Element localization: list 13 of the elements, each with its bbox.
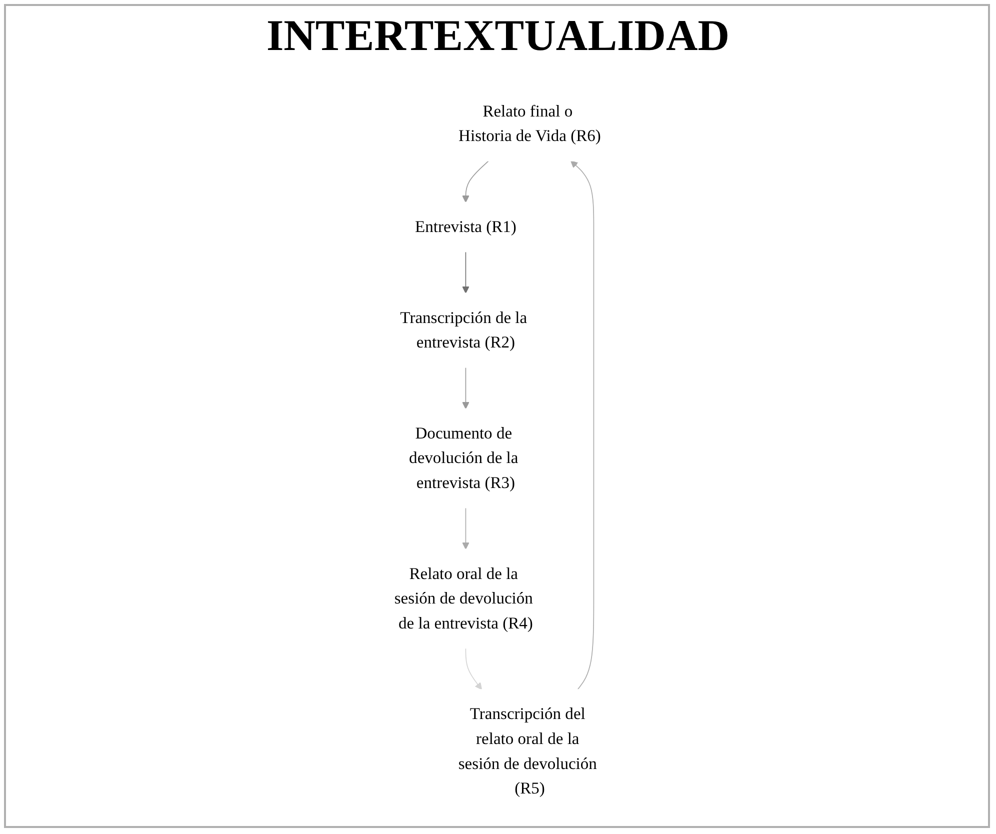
arrow xyxy=(462,367,470,410)
arrow xyxy=(462,160,490,203)
arrow xyxy=(466,648,482,690)
arrow xyxy=(570,160,594,690)
node-text: Documento de devolución de la entrevista (R3) xyxy=(409,424,519,492)
diagram-title: INTERTEXTUALIDAD xyxy=(266,10,730,61)
arrow xyxy=(462,251,470,294)
node-text: Transcripción del relato oral de la sesión de devolución (R5) xyxy=(458,705,598,798)
node-text: Entrevista (R1) xyxy=(415,218,517,236)
node-text: Transcripción de la entrevista (R2) xyxy=(400,308,528,352)
node-text: Relato oral de la sesión de devolución de la entrevista (R4) xyxy=(394,564,534,633)
node-text: Relato final o Historia de Vida (R6) xyxy=(458,102,602,146)
arrow xyxy=(462,507,470,550)
